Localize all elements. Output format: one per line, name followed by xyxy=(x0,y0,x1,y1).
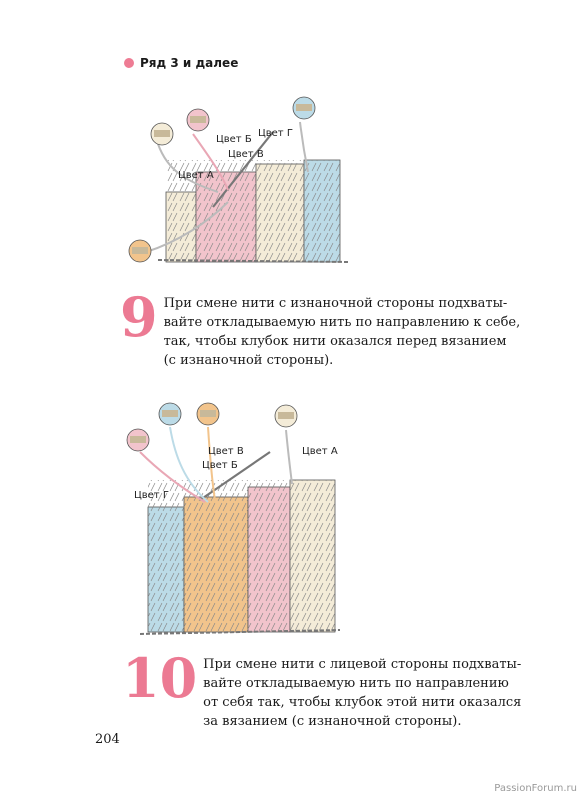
yarn-ball-orange-icon xyxy=(128,239,152,263)
step-line: за вязанием (с изнаночной стороны). xyxy=(203,714,462,729)
crochet-illustration-1: Цвет А Цвет Б Цвет В Цвет Г xyxy=(128,96,349,263)
yarn-ball-orange-icon xyxy=(196,402,220,426)
yarn-ball-pink-icon xyxy=(186,108,210,132)
yarn-ball-cream-icon xyxy=(150,122,174,146)
yarn-v xyxy=(145,201,229,253)
step-10: 10 При смене нити с лицевой стороны подх… xyxy=(122,651,521,731)
label-color-a: Цвет А xyxy=(302,446,338,457)
crochet-hook-icon xyxy=(199,451,271,501)
yarn-b xyxy=(169,426,209,503)
yarn-g xyxy=(299,121,309,173)
yarn-ball-blue-icon xyxy=(292,96,316,120)
step-number: 10 xyxy=(122,646,198,710)
page-number: 204 xyxy=(95,732,120,747)
yarn-ball-pink-icon xyxy=(126,428,150,452)
yarn-a xyxy=(285,429,293,485)
label-color-v: Цвет В xyxy=(208,446,244,457)
stitch-texture xyxy=(148,480,335,632)
label-color-b: Цвет Б xyxy=(216,134,252,145)
step-line: вайте откладываемую нить по направлению xyxy=(203,676,509,691)
yarn-v xyxy=(207,426,216,501)
label-color-b: Цвет Б xyxy=(202,460,238,471)
foundation-chain xyxy=(139,629,341,635)
foundation-chain xyxy=(157,259,349,263)
heading-text: Ряд 3 и далее xyxy=(140,56,239,70)
step-line: так, чтобы клубок нити оказался перед вя… xyxy=(163,334,507,349)
yarn-ball-blue-icon xyxy=(158,402,182,426)
stitch-texture xyxy=(166,160,340,262)
step-line: (с изнаночной стороны). xyxy=(163,353,334,368)
step-text: При смене нити с изнаночной стороны подх… xyxy=(164,294,521,370)
yarn-ball-cream-icon xyxy=(274,404,298,428)
step-line: При смене нити с лицевой стороны подхват… xyxy=(203,657,522,672)
step-9: 9 При смене нити с изнаночной стороны по… xyxy=(120,290,520,370)
step-line: от себя так, чтобы клубок этой нити оказ… xyxy=(203,695,522,710)
section-heading: Ряд 3 и далее xyxy=(124,56,238,70)
heading-bullet-icon xyxy=(124,58,134,68)
crochet-hook-icon xyxy=(212,131,274,208)
yarn-b xyxy=(192,133,229,191)
step-text: При смене нити с лицевой стороны подхват… xyxy=(203,655,521,731)
label-color-g: Цвет Г xyxy=(134,490,169,501)
label-color-g: Цвет Г xyxy=(258,128,293,139)
crochet-illustration-2: Цвет В Цвет Б Цвет А Цвет Г xyxy=(126,402,341,635)
label-color-v: Цвет В xyxy=(228,149,264,160)
label-color-a: Цвет А xyxy=(178,170,214,181)
watermark: PassionForum.ru xyxy=(494,783,577,794)
figure-row3-wrong-side: Цвет А Цвет Б Цвет В Цвет Г xyxy=(118,92,363,282)
step-number: 9 xyxy=(120,285,158,349)
yarn-a xyxy=(157,143,219,193)
yarn-g xyxy=(139,451,206,503)
figure-row3-right-side: Цвет В Цвет Б Цвет А Цвет Г xyxy=(120,392,360,647)
step-line: При смене нити с изнаночной стороны подх… xyxy=(163,296,508,311)
step-line: вайте откладываемую нить по направлению … xyxy=(163,315,521,330)
